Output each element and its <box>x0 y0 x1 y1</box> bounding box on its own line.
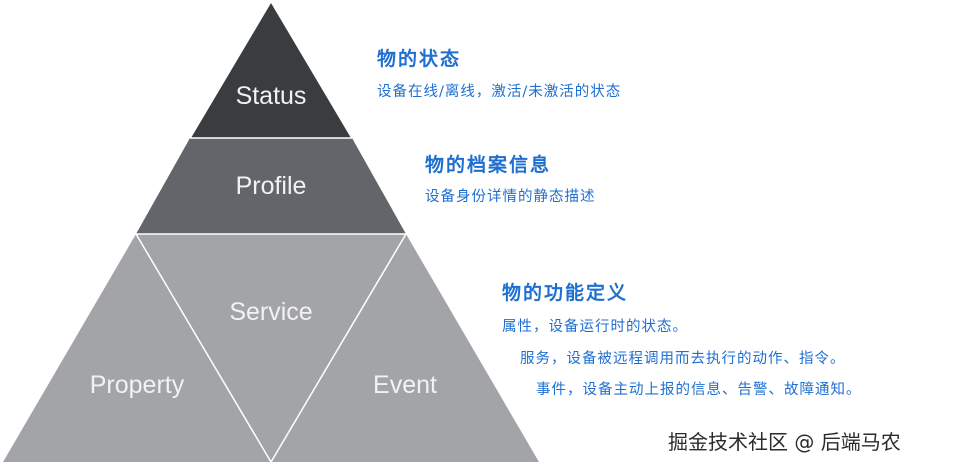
property-label: Property <box>90 371 185 399</box>
divider-line <box>135 233 272 463</box>
service-note: 服务，设备被远程调用而去执行的动作、指令。 <box>520 351 846 367</box>
capability-note-title: 物的功能定义 <box>502 282 629 304</box>
event-label: Event <box>373 371 437 399</box>
profile-note-title: 物的档案信息 <box>425 154 552 176</box>
watermark: 掘金技术社区 @ 后端马农 <box>668 430 901 454</box>
status-segment <box>191 3 351 138</box>
service-label: Service <box>229 298 312 326</box>
divider-line <box>270 233 407 463</box>
service-segment <box>136 234 406 462</box>
status-label: Status <box>236 82 307 110</box>
profile-note-desc: 设备身份详情的静态描述 <box>425 189 596 205</box>
property-segment <box>3 234 271 462</box>
event-note: 事件，设备主动上报的信息、告警、故障通知。 <box>536 382 862 398</box>
event-segment <box>271 234 539 462</box>
profile-segment <box>136 138 406 234</box>
status-note-title: 物的状态 <box>377 48 462 70</box>
property-note: 属性，设备运行时的状态。 <box>502 319 688 335</box>
status-note-desc: 设备在线/离线，激活/未激活的状态 <box>377 84 622 100</box>
profile-label: Profile <box>236 172 307 200</box>
